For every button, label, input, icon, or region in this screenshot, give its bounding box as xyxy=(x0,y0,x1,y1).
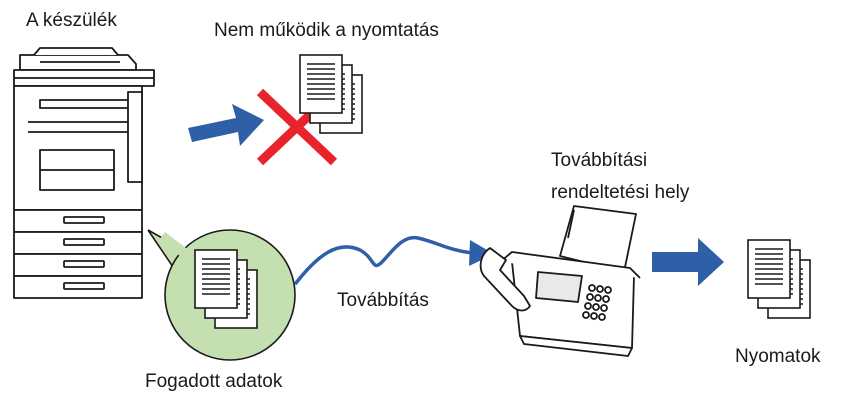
document-stack-icon xyxy=(300,55,362,133)
arrow-right-icon xyxy=(652,238,724,286)
lightning-arrow-icon xyxy=(294,236,494,285)
fax-machine-icon xyxy=(479,205,641,357)
forwarding-label: Továbbítás xyxy=(337,290,429,311)
printouts-label: Nyomatok xyxy=(735,346,821,367)
cannot-print-label: Nem működik a nyomtatás xyxy=(214,20,439,41)
destination-label-line2: rendeltetési hely xyxy=(551,182,690,203)
destination-label: Továbbítási rendeltetési hely xyxy=(551,150,689,204)
destination-label-line1: Továbbítási xyxy=(551,150,648,171)
document-stack-icon xyxy=(748,240,810,318)
machine-label: A készülék xyxy=(26,10,117,31)
document-stack-icon xyxy=(195,250,257,328)
mfp-printer-icon xyxy=(13,47,155,299)
arrow-right-icon xyxy=(188,104,264,146)
received-data-label: Fogadott adatok xyxy=(145,371,283,392)
received-data-bubble xyxy=(147,229,296,361)
